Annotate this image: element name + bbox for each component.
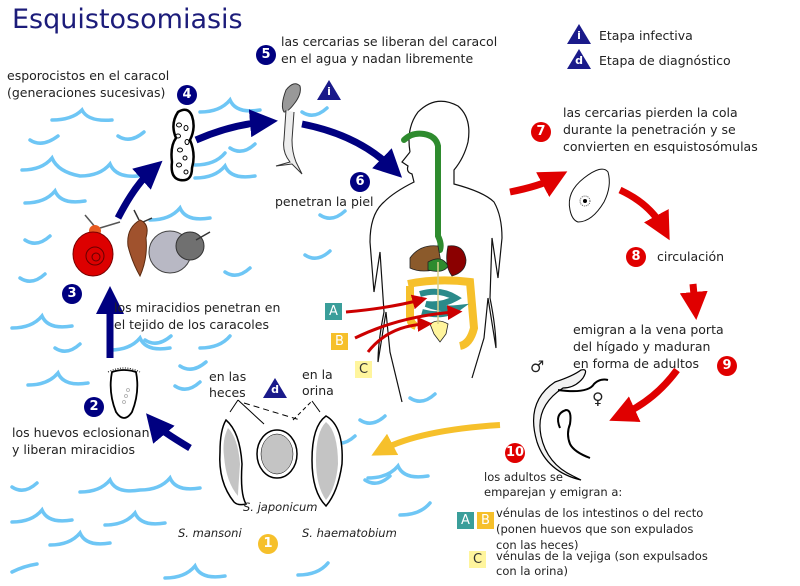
- site-c-label: C: [355, 361, 372, 378]
- legend-site-a: A: [457, 512, 474, 529]
- legend-diagnostic-label: Etapa de diagnóstico: [599, 53, 731, 68]
- arrow-eggs-to-miracidium: [146, 413, 192, 452]
- step-10-badge: 10: [505, 443, 525, 463]
- arrow-schistosomulum-to-circulation: [618, 186, 670, 241]
- human-body-illustration: [369, 100, 503, 403]
- legend-site-b: B: [477, 512, 494, 529]
- step-6-text: penetran la piel: [275, 194, 374, 209]
- male-symbol: ♂: [530, 357, 545, 376]
- sporocyst-illustration: [170, 108, 195, 182]
- infective-stage-icon: i: [567, 24, 591, 44]
- brown-snail: [127, 209, 153, 278]
- eggs-illustration: [219, 399, 343, 508]
- diagram-title: Esquistosomiasis: [12, 4, 243, 35]
- adult-worms-illustration: [533, 369, 609, 481]
- step-2-badge: 2: [84, 397, 104, 417]
- schistosomulum-illustration: [568, 168, 610, 223]
- diagnostic-stage-icon: d: [567, 49, 591, 69]
- arrow-human-to-schistosomulum: [509, 171, 568, 197]
- step-5-badge: 5: [256, 45, 276, 65]
- arrow-circulation-to-portal: [679, 283, 708, 320]
- arrow-cercaria-to-human: [301, 120, 403, 178]
- red-cycle-arrows: [509, 171, 708, 422]
- step-4-badge: 4: [177, 85, 197, 105]
- site-a-label: A: [325, 303, 342, 320]
- step-7-badge: 7: [531, 122, 551, 142]
- cercaria-illustration: [275, 83, 303, 175]
- red-snail: [72, 214, 121, 277]
- infective-stage-marker: i: [317, 80, 341, 100]
- female-symbol: ♀: [592, 389, 604, 408]
- step-6-badge: 6: [350, 172, 370, 192]
- step-4-text: esporocistos en el caracol(generaciones …: [7, 68, 170, 100]
- miracidium-illustration: [107, 367, 141, 419]
- arrow-sporocyst-to-cercaria: [194, 109, 278, 144]
- arrow-portal-to-adults: [609, 367, 680, 422]
- step-3-badge: 3: [62, 284, 82, 304]
- step-1-badge: 1: [258, 534, 278, 554]
- legend-site-c: C: [469, 551, 486, 568]
- site-ab-description: vénulas de los intestinos o del recto(po…: [496, 506, 704, 552]
- water-waves: [10, 96, 437, 580]
- diagnostic-stage-marker: d: [263, 378, 287, 398]
- gray-snail: [148, 230, 211, 274]
- arrow-adults-to-eggs: [371, 422, 501, 456]
- arrow-snail-to-sporocyst: [114, 160, 163, 220]
- legend-infective-label: Etapa infectiva: [599, 28, 693, 43]
- step-9-badge: 9: [717, 356, 737, 376]
- species-s-haematobium: S. haematobium: [302, 526, 397, 540]
- species-s-mansoni: S. mansoni: [178, 526, 242, 540]
- site-b-label: B: [331, 333, 348, 350]
- egg-s-haematobium: [311, 415, 343, 508]
- blue-cycle-arrows: [96, 109, 403, 452]
- species-s-japonicum: S. japonicum: [243, 500, 318, 514]
- site-arrows: [345, 294, 463, 353]
- egg-s-japonicum: [256, 429, 298, 479]
- step-8-text: circulación: [657, 249, 725, 264]
- egg-s-mansoni: [219, 418, 248, 506]
- step-8-badge: 8: [626, 247, 646, 267]
- snail-hosts-illustration: [72, 209, 211, 278]
